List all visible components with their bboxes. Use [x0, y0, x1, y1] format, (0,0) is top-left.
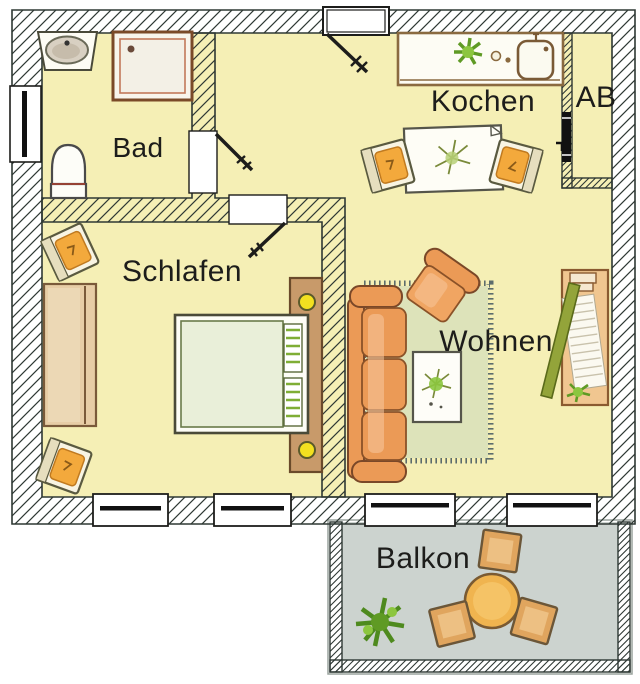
faucet-icon: [64, 40, 70, 46]
bathroom-window: [9, 85, 42, 163]
label-wohnen: Wohnen: [439, 325, 553, 358]
balcony-railing: [329, 521, 631, 673]
label-schlafen: Schlafen: [122, 255, 242, 288]
counter-jar-icon: [490, 50, 502, 62]
counter-jar-small-icon: [505, 57, 511, 63]
bedroom-door-leaf: [247, 221, 287, 259]
counter-plant-icon: [454, 37, 483, 65]
duvet: [180, 320, 284, 428]
coffee-table: [411, 350, 463, 424]
shelf-contents: [561, 293, 608, 391]
bathroom-door-leaf: [214, 132, 254, 172]
toilet: [49, 143, 88, 200]
sink-faucet-icon: [533, 32, 539, 41]
kitchen-sink: [516, 32, 555, 81]
bedroom-window-left: [92, 493, 169, 527]
entrance-door-key-icon: [350, 55, 368, 73]
label-bad: Bad: [112, 132, 163, 163]
storage-door: [556, 112, 571, 162]
shelf-box-icon: [569, 272, 597, 284]
label-ab: AB: [576, 81, 617, 114]
shelf-plant-icon: [566, 383, 591, 403]
armchair: [406, 247, 481, 323]
bedroom-door-key-icon: [250, 242, 264, 257]
entrance-door: [322, 6, 390, 74]
table-plant-icon: [434, 139, 471, 175]
coffee-table-plant-icon: [421, 368, 452, 409]
balcony-door-right: [506, 493, 598, 527]
balcony-plant-icon: [355, 597, 405, 647]
bedside-lamp-bottom-icon: [298, 441, 316, 459]
entrance-door-leaf: [325, 32, 369, 74]
bedroom-window-right: [213, 493, 292, 527]
balcony-stool-top: [477, 528, 523, 574]
balcony-table: [463, 572, 521, 630]
balcony-door-left: [364, 493, 456, 527]
shelf-unit: [540, 268, 610, 407]
room-labels: Bad Kochen AB Schlafen Wohnen Balkon: [112, 81, 616, 575]
storage-door-handle: [556, 141, 564, 151]
kitchen-table: [402, 124, 505, 194]
green-board: [540, 281, 581, 400]
pillows: [283, 323, 303, 427]
label-kochen: Kochen: [431, 85, 535, 118]
shower-drain-icon: [127, 45, 135, 53]
wardrobe: [42, 282, 98, 428]
bathroom-door-key-icon: [236, 155, 252, 170]
balcony-stool-left: [427, 599, 477, 649]
bathroom-door: [188, 130, 254, 194]
double-bed: [173, 313, 310, 435]
bedside-lamp-top-icon: [298, 293, 316, 311]
bedroom-door: [228, 194, 288, 259]
label-balkon: Balkon: [376, 542, 470, 575]
washbasin: [36, 31, 99, 71]
sofa: [347, 285, 407, 483]
kitchen-counter: [396, 31, 565, 87]
shower: [111, 30, 194, 102]
storage-bottom-wall: [561, 177, 613, 189]
